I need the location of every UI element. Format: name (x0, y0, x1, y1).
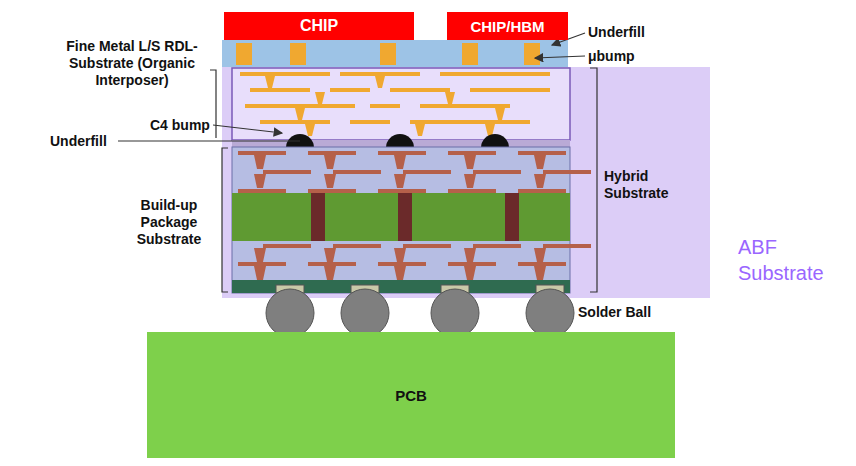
rdl-trace (370, 104, 400, 108)
buildup-trace (473, 244, 521, 248)
rdl-interposer (232, 68, 570, 140)
underfill-layer (222, 40, 568, 67)
buildup-via (464, 248, 476, 262)
buildup-trace (308, 262, 356, 266)
rdl-trace (245, 104, 355, 108)
buildup-trace (448, 189, 496, 193)
buildup-trace (448, 262, 496, 266)
solder-ball (526, 289, 574, 337)
buildup-via (254, 155, 266, 169)
microbump (462, 43, 478, 65)
microbump (290, 43, 306, 65)
part-label: Underfill (48, 133, 109, 150)
rdl-trace (240, 72, 330, 76)
part-label: Underfill (588, 24, 645, 41)
core-via (505, 193, 519, 241)
rdl-via (305, 124, 315, 136)
microbump (524, 43, 540, 65)
pcb-box: PCB (147, 332, 675, 458)
buildup-trace (518, 189, 566, 193)
buildup-via (394, 248, 406, 262)
buildup-via (534, 266, 546, 280)
rdl-via (265, 76, 275, 88)
buildup-trace (473, 170, 521, 174)
buildup-via (254, 266, 266, 280)
buildup-trace (308, 151, 356, 155)
buildup-via (324, 155, 336, 169)
rdl-via (415, 124, 425, 136)
buildup-via (464, 174, 476, 188)
buildup-via (324, 174, 336, 188)
microbump (380, 43, 396, 65)
solder-ball (341, 289, 389, 337)
rdl-trace (410, 120, 530, 124)
core-layer (232, 193, 570, 241)
part-label: ABF Substrate (738, 234, 853, 286)
rdl-via (445, 92, 455, 104)
buildup-via (394, 266, 406, 280)
rdl-trace (330, 88, 370, 92)
buildup-trace (238, 151, 286, 155)
buildup-trace (403, 170, 451, 174)
buildup-via (464, 155, 476, 169)
rdl-via (315, 92, 325, 104)
rdl-trace (440, 72, 550, 76)
buildup-via (254, 248, 266, 262)
node-text: CHIP (300, 17, 338, 35)
buildup-trace (263, 244, 311, 248)
core-via (311, 193, 325, 241)
buildup-via (534, 248, 546, 262)
part-label: C4 bump (148, 117, 212, 134)
buildup-trace (378, 262, 426, 266)
rdl-trace (390, 88, 450, 92)
abf-region (222, 67, 710, 298)
part-label: Solder Ball (578, 304, 651, 321)
part-label: μbump (588, 48, 635, 65)
node-text: CHIP/HBM (470, 18, 544, 35)
rdl-trace (420, 104, 510, 108)
rdl-via (375, 76, 385, 88)
pcb-board (147, 332, 675, 458)
buildup-via (324, 248, 336, 262)
hbm-box: CHIP/HBM (447, 12, 568, 40)
buildup-trace (238, 262, 286, 266)
buildup-trace (543, 244, 591, 248)
buildup-trace (543, 170, 591, 174)
buildup-trace (333, 244, 381, 248)
buildup-substrate (232, 147, 570, 293)
buildup-via (254, 174, 266, 188)
buildup-via (534, 155, 546, 169)
part-label: Fine Metal L/S RDL-Substrate (Organic In… (48, 38, 216, 89)
rdl-trace (340, 72, 420, 76)
chip-box: CHIP (224, 12, 414, 40)
node-text: PCB (395, 387, 427, 404)
buildup-trace (448, 151, 496, 155)
buildup-via (464, 266, 476, 280)
buildup-trace (518, 262, 566, 266)
solder-ball (431, 289, 479, 337)
buildup-trace (308, 189, 356, 193)
buildup-via (394, 155, 406, 169)
rdl-trace (350, 120, 390, 124)
rdl-trace (470, 88, 550, 92)
buildup-trace (403, 244, 451, 248)
buildup-via (534, 174, 546, 188)
buildup-trace (238, 189, 286, 193)
rdl-trace (250, 88, 310, 92)
buildup-trace (518, 151, 566, 155)
buildup-trace (378, 151, 426, 155)
solder-ball (266, 289, 314, 337)
core-via (398, 193, 412, 241)
buildup-via (394, 174, 406, 188)
buildup-trace (333, 170, 381, 174)
rdl-trace (260, 120, 330, 124)
buildup-trace (378, 189, 426, 193)
rdl-via (295, 108, 305, 120)
part-label: Hybrid Substrate (604, 168, 704, 202)
buildup-trace (263, 170, 311, 174)
part-label: Build-up Package Substrate (120, 197, 218, 248)
microbump (236, 43, 252, 65)
rdl-via (495, 108, 505, 120)
buildup-via (324, 266, 336, 280)
